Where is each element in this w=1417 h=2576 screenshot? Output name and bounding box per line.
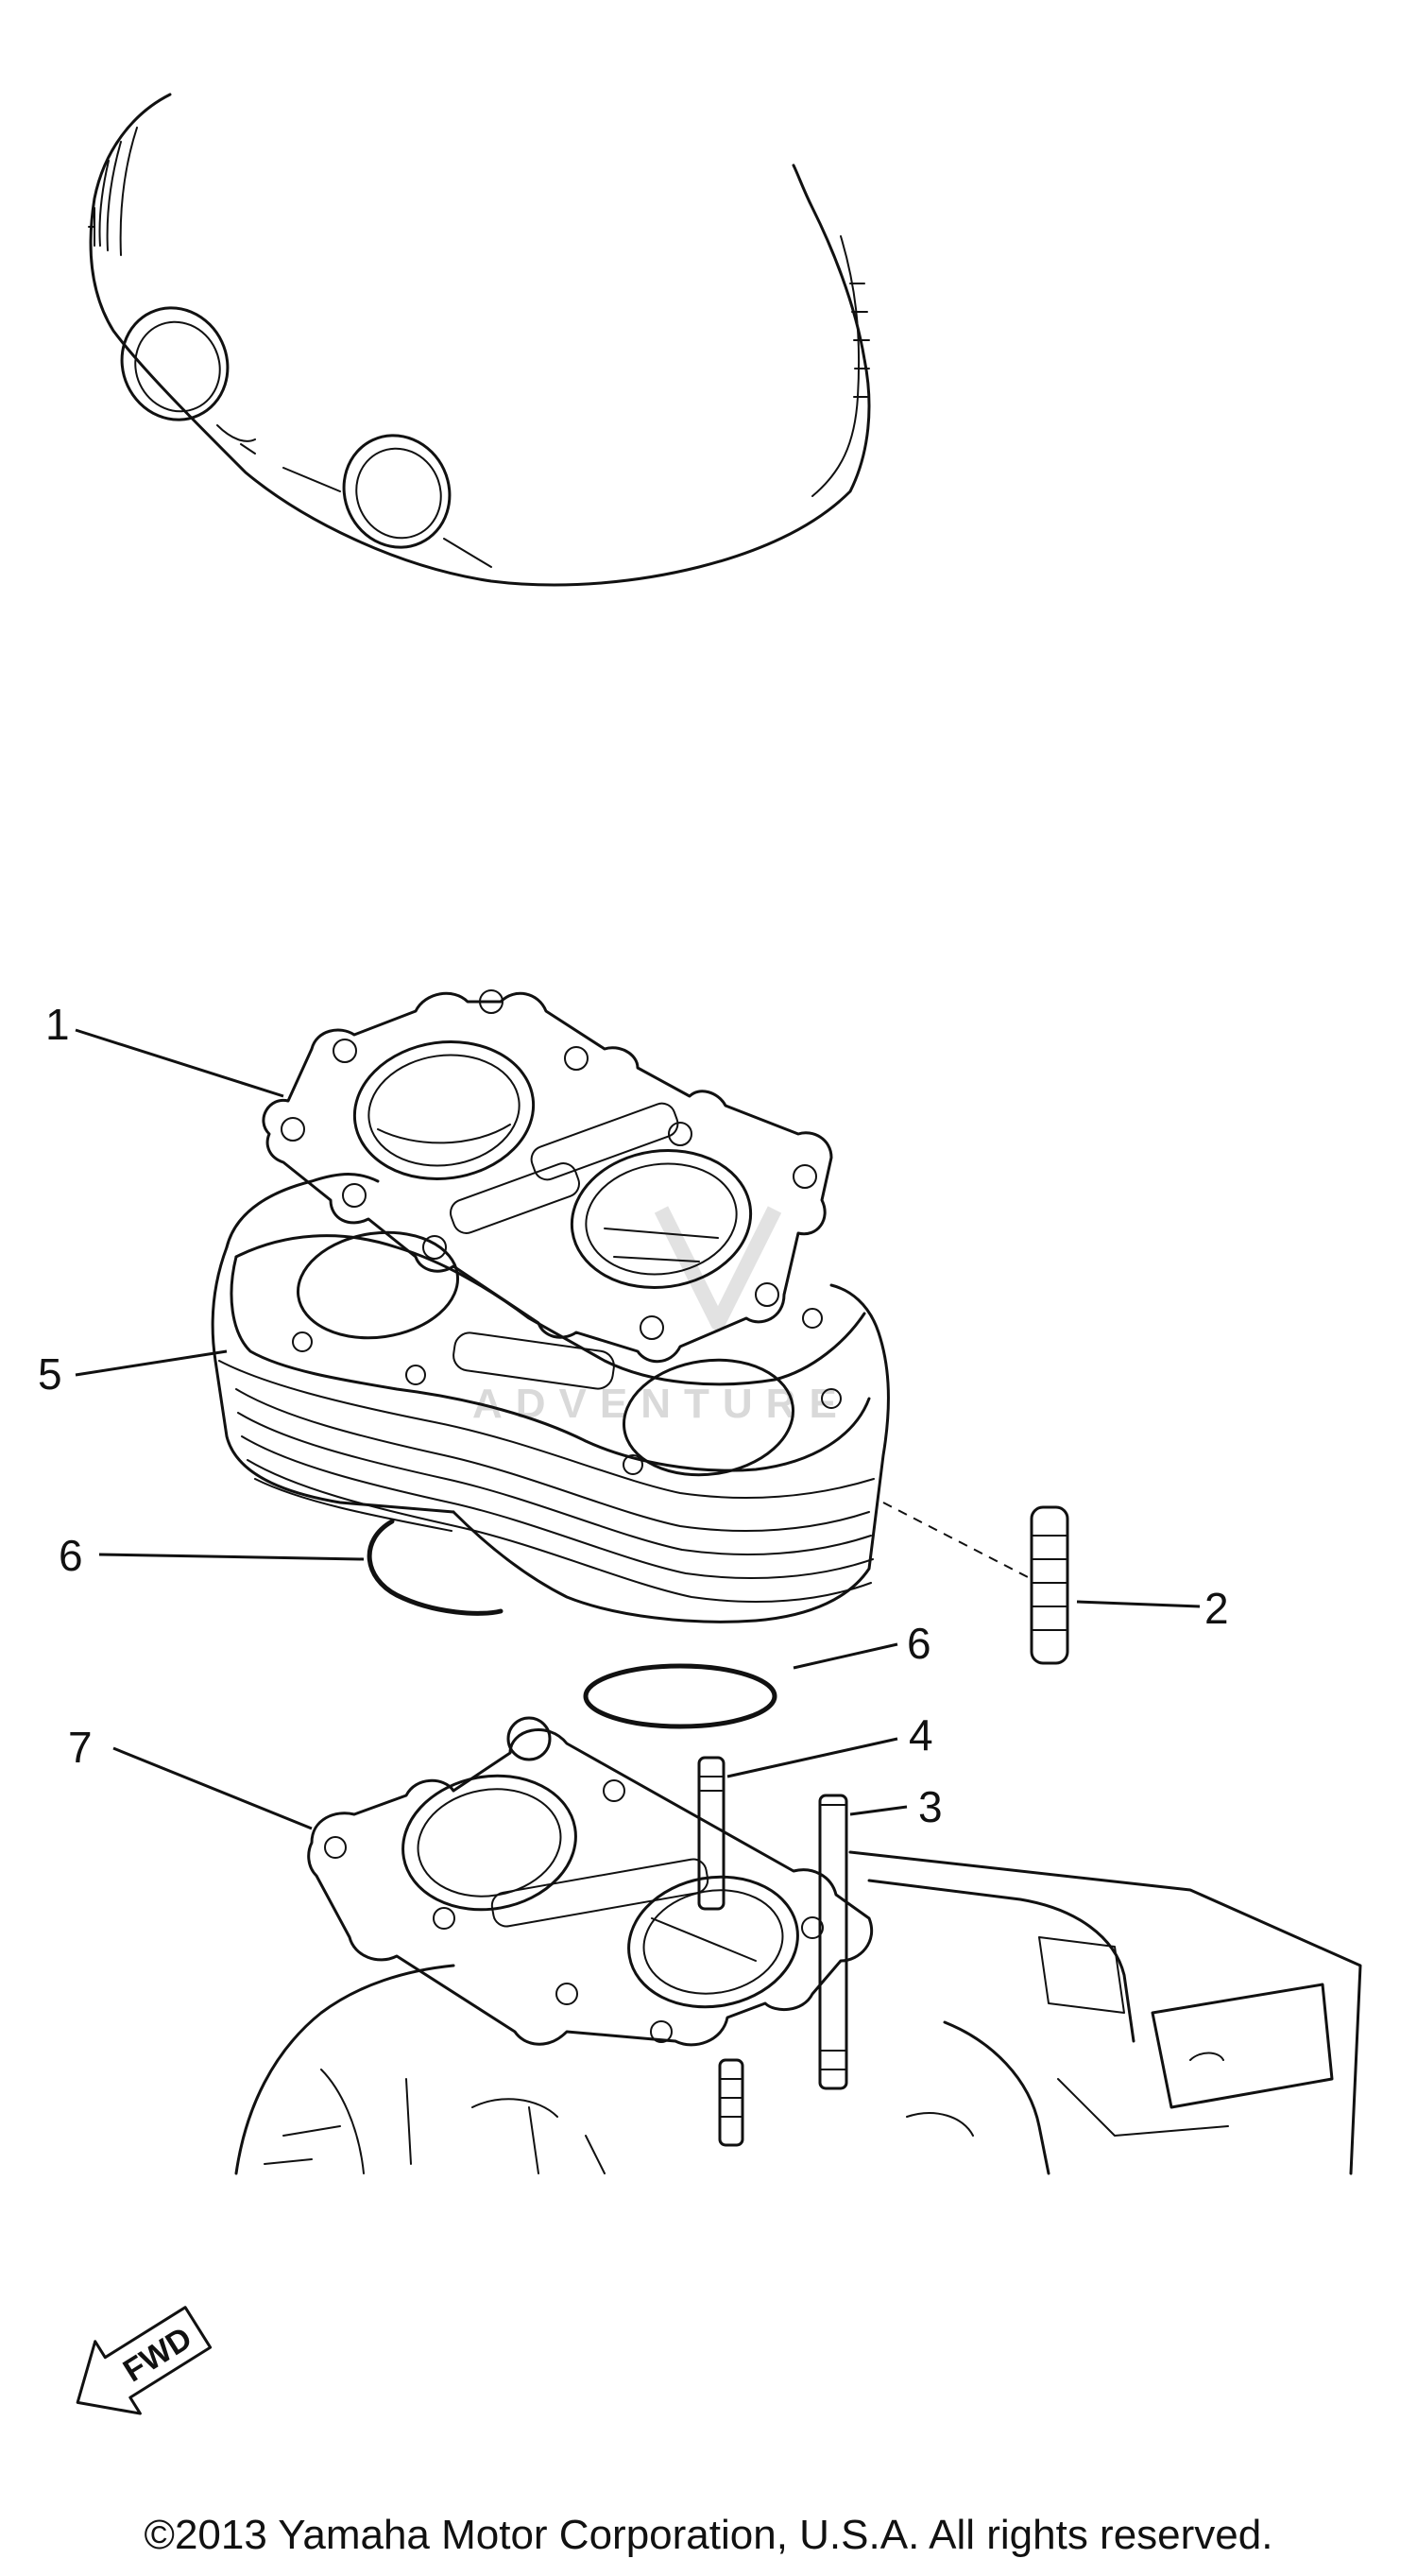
- callout-3: 3: [918, 1782, 943, 1831]
- part-4-stud-illustration: [697, 1756, 744, 2147]
- part-5-cylinder-illustration: [211, 1173, 890, 1623]
- callout-6-left: 6: [59, 1531, 83, 1580]
- leader-lines: [75, 1028, 1201, 1830]
- copyright-notice: ©2013 Yamaha Motor Corporation, U.S.A. A…: [144, 2512, 1273, 2558]
- callouts: 1 2 3 4 5 6 6 7: [38, 1000, 1229, 1831]
- callout-6-right: 6: [907, 1619, 931, 1668]
- callout-7: 7: [68, 1723, 93, 1772]
- forward-direction-arrow-icon: FWD: [76, 2306, 213, 2415]
- callout-4: 4: [909, 1710, 933, 1760]
- callout-5: 5: [38, 1349, 62, 1399]
- part-3-stud-illustration: [818, 1794, 848, 2090]
- part-2-illustration: [1030, 1505, 1069, 1665]
- callout-1: 1: [45, 1000, 70, 1049]
- part-6-o-rings-illustration: [367, 1519, 777, 1729]
- part-7-base-gasket-illustration: [307, 1716, 874, 2047]
- crankcase-illustration: [234, 1850, 1362, 2175]
- cylinder-head-illustration: [88, 93, 871, 587]
- callout-2: 2: [1204, 1584, 1229, 1633]
- part-1-head-gasket-illustration: [262, 989, 833, 1364]
